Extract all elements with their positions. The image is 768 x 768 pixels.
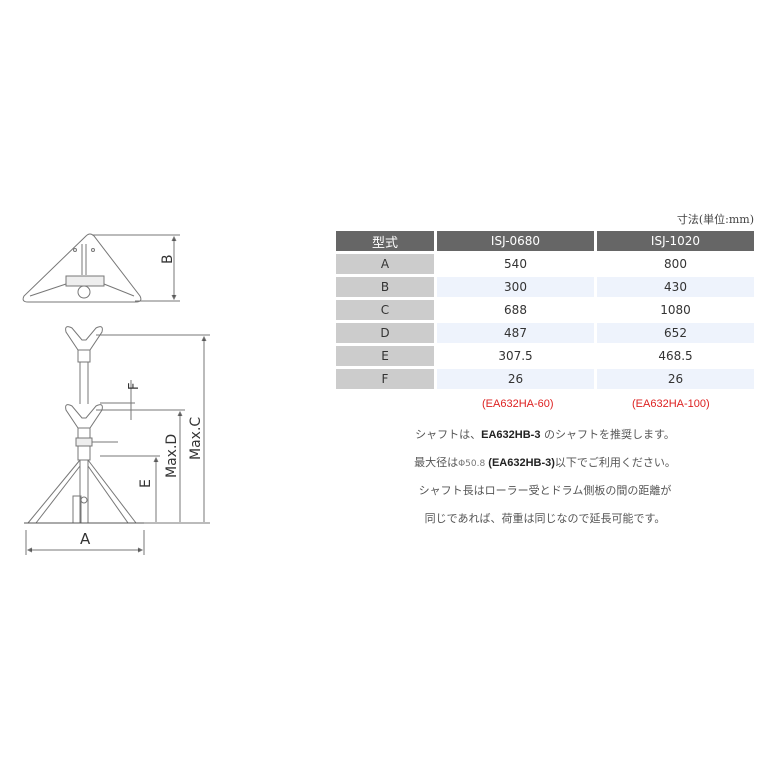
label-a: A [80, 530, 91, 548]
note-line-3: シャフト長はローラー受とドラム側板の間の距離が [418, 484, 672, 497]
note-text: 以下でご利用ください。 [554, 456, 676, 469]
row-value: 307.5 [437, 346, 594, 366]
header-model-label: 型式 [336, 231, 434, 251]
unit-note: 寸法(単位:mm) [676, 213, 754, 226]
row-value: 26 [437, 369, 594, 389]
side-view [24, 326, 210, 555]
row-value: 688 [437, 300, 594, 320]
label-max-c: Max.C [188, 417, 204, 460]
row-value: 468.5 [597, 346, 754, 366]
table-row: E 307.5 468.5 [336, 346, 754, 366]
note-text: 最大径は [414, 456, 459, 469]
usage-notes: シャフトは、EA632HB-3 のシャフトを推奨します。 最大径はΦ50.8 (… [360, 425, 730, 537]
row-value: 540 [437, 254, 594, 274]
row-value: 430 [597, 277, 754, 297]
header-model-1: ISJ-0680 [437, 231, 594, 251]
row-value: 652 [597, 323, 754, 343]
note-text: のシャフトを推奨します。 [540, 428, 675, 441]
header-model-2: ISJ-1020 [597, 231, 754, 251]
table-row: D 487 652 [336, 323, 754, 343]
row-value: 26 [597, 369, 754, 389]
model-code-2: (EA632HA-100) [632, 398, 710, 410]
row-label: D [336, 323, 434, 343]
label-e: E [138, 479, 154, 488]
dimension-diagram: B F Max.C [22, 233, 210, 555]
row-label: E [336, 346, 434, 366]
note-line-4: 同じであれば、荷重は同じなので延長可能です。 [424, 512, 666, 525]
max-diameter: Φ50.8 [458, 459, 486, 469]
row-value: 1080 [597, 300, 754, 320]
shaft-code: (EA632HB-3) [485, 457, 555, 469]
row-value: 800 [597, 254, 754, 274]
top-view [22, 233, 180, 303]
label-f: F [127, 383, 142, 390]
row-value: 300 [437, 277, 594, 297]
label-max-d: Max.D [164, 434, 180, 478]
table-row: A 540 800 [336, 254, 754, 274]
table-row: F 26 26 [336, 369, 754, 389]
table-row: B 300 430 [336, 277, 754, 297]
row-value: 487 [437, 323, 594, 343]
note-text: シャフトは、 [415, 428, 482, 441]
model-codes: (EA632HA-60) (EA632HA-100) [436, 398, 756, 414]
row-label: F [336, 369, 434, 389]
model-code-1: (EA632HA-60) [482, 398, 554, 410]
label-b: B [160, 254, 176, 264]
shaft-code: EA632HB-3 [481, 429, 541, 441]
row-label: B [336, 277, 434, 297]
row-label: C [336, 300, 434, 320]
table-header-row: 型式 ISJ-0680 ISJ-1020 [336, 231, 754, 251]
table-row: C 688 1080 [336, 300, 754, 320]
spec-table: 型式 ISJ-0680 ISJ-1020 A 540 800 B 300 430… [333, 228, 757, 392]
note-line-1: シャフトは、EA632HB-3 のシャフトを推奨します。 [360, 425, 730, 453]
note-line-2: 最大径はΦ50.8 (EA632HB-3)以下でご利用ください。 [360, 453, 730, 481]
row-label: A [336, 254, 434, 274]
